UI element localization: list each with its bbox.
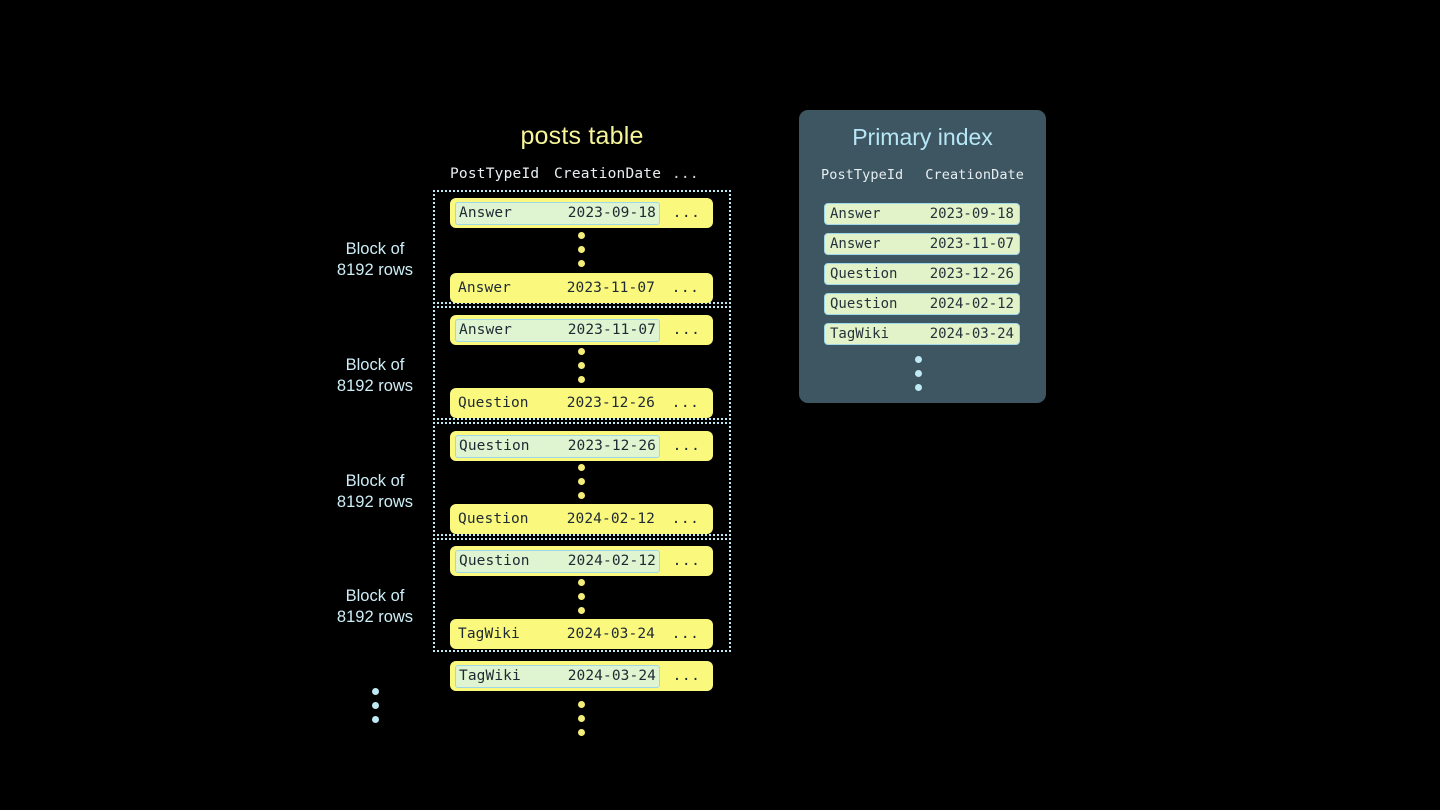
- row-posttypeid: Answer: [459, 322, 512, 338]
- row-key-pack: Question 2024-02-12: [455, 549, 660, 573]
- row-key-pack: Question 2023-12-26: [455, 434, 660, 458]
- row-posttypeid: Question: [459, 438, 530, 454]
- block-1-label-line1: Block of: [345, 240, 405, 258]
- table-row: Answer 2023-09-18 ...: [450, 198, 713, 228]
- row-ellipsis: ...: [671, 511, 700, 527]
- primary-index-title: Primary index: [852, 124, 993, 150]
- row-posttypeid: Answer: [459, 205, 512, 221]
- row-key-pack: TagWiki 2024-03-24: [455, 664, 660, 688]
- row-creationdate: 2024-03-24: [566, 626, 655, 642]
- index-row-creationdate: 2023-12-26: [929, 266, 1014, 282]
- row-gap-ellipsis-icon: [578, 579, 585, 614]
- index-row-posttypeid: TagWiki: [830, 326, 890, 342]
- block-2-label-line2: 8192 rows: [336, 377, 414, 395]
- index-row: Question 2023-12-26: [824, 263, 1020, 285]
- primary-index-column-headers: PostTypeId CreationDate: [821, 167, 1024, 183]
- index-row-posttypeid: Question: [830, 266, 898, 282]
- row-creationdate: 2024-02-12: [567, 553, 656, 569]
- table-row: Answer 2023-11-07 ...: [450, 273, 713, 303]
- row-posttypeid: Question: [458, 511, 529, 527]
- row-posttypeid: Question: [459, 553, 530, 569]
- index-row-creationdate: 2024-02-12: [929, 296, 1014, 312]
- row-ellipsis: ...: [671, 280, 700, 296]
- table-row: Question 2023-12-26 ...: [450, 431, 713, 461]
- table-row: Question 2024-02-12 ...: [450, 546, 713, 576]
- row-creationdate: 2023-11-07: [566, 280, 655, 296]
- index-row: TagWiki 2024-03-24: [824, 323, 1020, 345]
- row-creationdate: 2023-09-18: [567, 205, 656, 221]
- row-ellipsis: ...: [672, 205, 701, 221]
- index-column-header-posttypeid: PostTypeId: [821, 167, 904, 183]
- table-continuation-ellipsis-icon: [578, 701, 585, 736]
- column-header-posttypeid: PostTypeId: [450, 166, 540, 182]
- blocks-continuation-ellipsis-icon: [372, 688, 379, 723]
- block-2-label-line1: Block of: [345, 356, 405, 374]
- row-creationdate: 2023-12-26: [567, 438, 656, 454]
- block-4: [433, 538, 731, 652]
- table-row: TagWiki 2024-03-24 ...: [450, 661, 713, 691]
- primary-index-panel: Primary index PostTypeId CreationDate An…: [799, 110, 1046, 403]
- row-ellipsis: ...: [672, 438, 701, 454]
- row-ellipsis: ...: [671, 626, 700, 642]
- index-row-posttypeid: Answer: [830, 206, 881, 222]
- row-creationdate: 2023-11-07: [567, 322, 656, 338]
- row-ellipsis: ...: [672, 553, 701, 569]
- block-2-label: Block of 8192 rows: [300, 355, 450, 397]
- index-row: Answer 2023-09-18: [824, 203, 1020, 225]
- row-key-pack: Answer 2023-11-07: [455, 277, 658, 300]
- index-row-creationdate: 2023-11-07: [929, 236, 1014, 252]
- block-3-label-line1: Block of: [345, 472, 405, 490]
- block-3-label-line2: 8192 rows: [336, 493, 414, 511]
- block-4-label-line1: Block of: [345, 587, 405, 605]
- row-key-pack: Question 2024-02-12: [455, 508, 658, 531]
- block-2: [433, 306, 731, 420]
- row-gap-ellipsis-icon: [578, 232, 585, 267]
- index-row-posttypeid: Answer: [830, 236, 881, 252]
- index-row-posttypeid: Question: [830, 296, 898, 312]
- row-key-pack: Answer 2023-09-18: [455, 201, 660, 225]
- row-posttypeid: TagWiki: [459, 668, 521, 684]
- block-4-label-line2: 8192 rows: [336, 608, 414, 626]
- block-4-label: Block of 8192 rows: [300, 586, 450, 628]
- column-header-ellipsis: ...: [672, 166, 699, 182]
- table-row: Answer 2023-11-07 ...: [450, 315, 713, 345]
- row-posttypeid: TagWiki: [458, 626, 520, 642]
- table-row: Question 2023-12-26 ...: [450, 388, 713, 418]
- row-ellipsis: ...: [672, 322, 701, 338]
- column-header-creationdate: CreationDate: [554, 166, 662, 182]
- row-ellipsis: ...: [671, 395, 700, 411]
- block-1: [433, 190, 731, 304]
- index-column-header-creationdate: CreationDate: [925, 167, 1024, 183]
- row-gap-ellipsis-icon: [578, 464, 585, 499]
- row-ellipsis: ...: [672, 668, 701, 684]
- row-posttypeid: Answer: [458, 280, 511, 296]
- row-gap-ellipsis-icon: [578, 348, 585, 383]
- posts-table-column-headers: PostTypeId CreationDate ...: [450, 166, 714, 182]
- block-1-label: Block of 8192 rows: [300, 239, 450, 281]
- index-continuation-ellipsis-icon: [915, 356, 922, 391]
- block-3-label: Block of 8192 rows: [300, 471, 450, 513]
- index-row-creationdate: 2024-03-24: [929, 326, 1014, 342]
- row-posttypeid: Question: [458, 395, 529, 411]
- block-1-label-line2: 8192 rows: [336, 261, 414, 279]
- row-key-pack: TagWiki 2024-03-24: [455, 623, 658, 646]
- index-row-creationdate: 2023-09-18: [929, 206, 1014, 222]
- posts-table-title: posts table: [520, 122, 644, 150]
- row-creationdate: 2024-02-12: [566, 511, 655, 527]
- index-row: Question 2024-02-12: [824, 293, 1020, 315]
- row-creationdate: 2024-03-24: [567, 668, 656, 684]
- block-3: [433, 422, 731, 536]
- row-key-pack: Question 2023-12-26: [455, 392, 658, 415]
- row-key-pack: Answer 2023-11-07: [455, 318, 660, 342]
- table-row: Question 2024-02-12 ...: [450, 504, 713, 534]
- table-row: TagWiki 2024-03-24 ...: [450, 619, 713, 649]
- index-row: Answer 2023-11-07: [824, 233, 1020, 255]
- row-creationdate: 2023-12-26: [566, 395, 655, 411]
